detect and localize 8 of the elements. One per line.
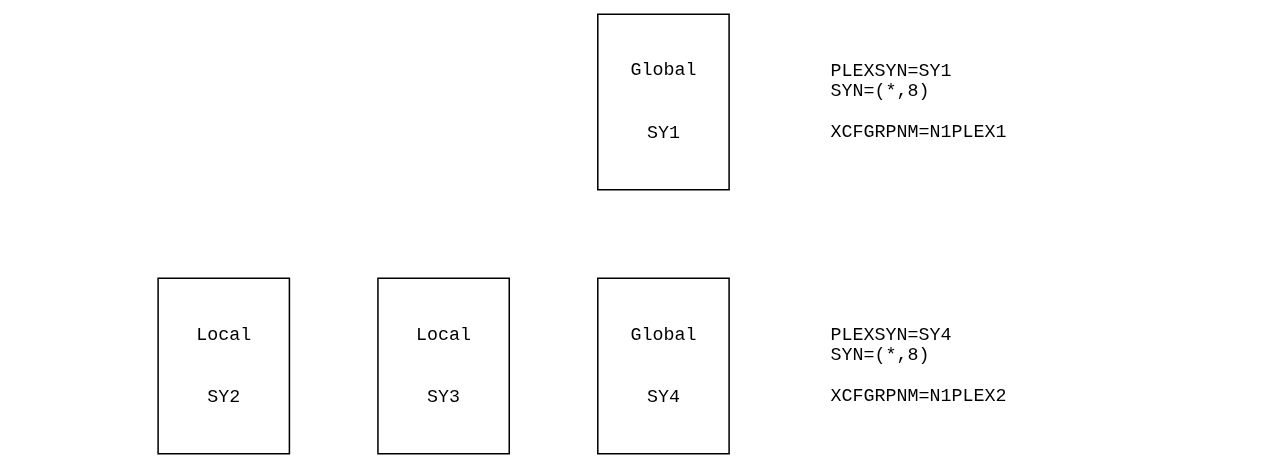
node-box: Local SY3 [377, 277, 510, 455]
node-box: Local SY2 [157, 277, 291, 455]
node-label: XCFGRPNM=N1PLEX2 [830, 386, 1007, 408]
node-label: PLEXSYN=SY4 SYN=(*,8) [830, 325, 952, 367]
node-box: Global SY4 [597, 277, 730, 455]
node-label: XCFGRPNM=N1PLEX1 [830, 122, 1007, 144]
node-label: PLEXSYN=SY1 SYN=(*,8) [830, 61, 952, 102]
node-box: Global SY1 [597, 13, 730, 191]
